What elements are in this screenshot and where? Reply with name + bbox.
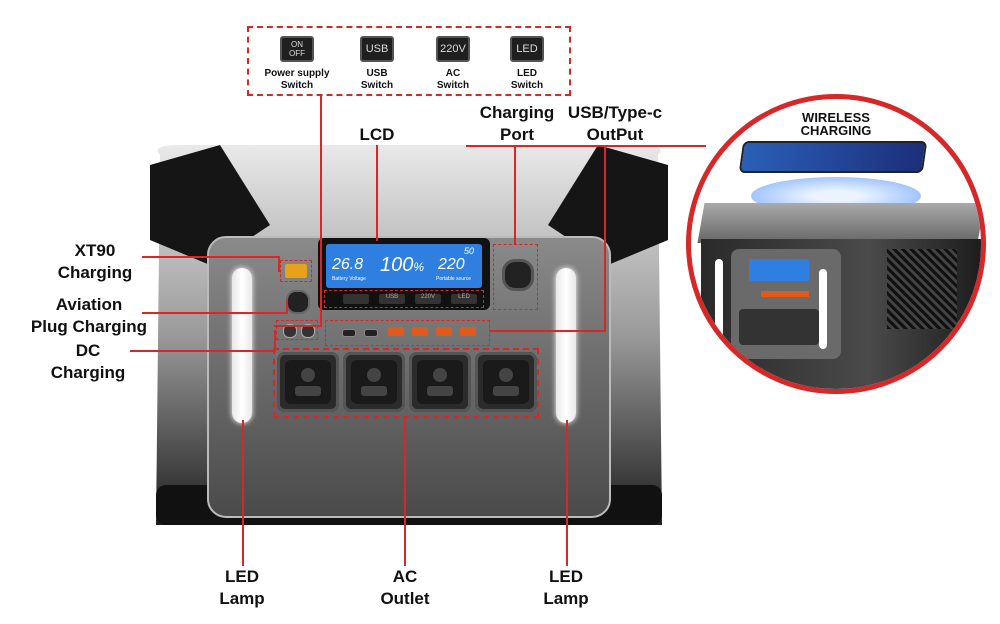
- charging-port-box: [493, 244, 538, 310]
- lcd-label: LCD: [359, 125, 395, 144]
- xt90-port-box: [280, 260, 312, 282]
- inset-station-top: [697, 203, 981, 243]
- ac-switch-icon: 220V: [436, 36, 470, 62]
- led-button[interactable]: LED: [451, 294, 477, 304]
- usb-port-1: [388, 327, 404, 336]
- lcd-buttons-box: USB 220V LED: [324, 290, 484, 308]
- leader-aviation: [142, 312, 288, 314]
- smartphone: [738, 141, 928, 173]
- leader-power-switch-foot: [274, 325, 322, 327]
- usb-switch-icon: USB: [360, 36, 394, 62]
- led-switch-icon: LED: [510, 36, 544, 62]
- inset-led-lamp-left: [715, 259, 723, 339]
- ac-outlet-box: [273, 348, 539, 418]
- ac-outlet-4-face: [483, 360, 529, 404]
- lcd-screen: 26.8 Battery Voltage 100% 220 50 Portabl…: [326, 244, 482, 288]
- ac-button[interactable]: 220V: [415, 294, 441, 304]
- dc-port-1: [283, 324, 297, 338]
- inset-outlets: [739, 309, 819, 345]
- dc-port-2: [301, 324, 315, 338]
- lcd-panel: 26.8 Battery Voltage 100% 220 50 Portabl…: [318, 238, 490, 310]
- ac-outlet-2-face: [351, 360, 397, 404]
- leader-aviation-rise: [286, 300, 288, 314]
- leader-dc-rise: [274, 330, 276, 352]
- usb-port-4: [460, 327, 476, 336]
- ac-outlet-3: [409, 352, 471, 412]
- charging-port-socket: [502, 259, 534, 291]
- usb-button[interactable]: USB: [379, 294, 405, 304]
- leader-xt90-drop: [278, 256, 280, 272]
- type-c-port-1: [342, 329, 356, 337]
- inset-vent-grille: [887, 249, 957, 329]
- battery-voltage-caption: Battery Voltage: [332, 276, 366, 282]
- battery-voltage-readout: 26.8: [332, 256, 364, 273]
- inset-led-lamp-right: [819, 269, 827, 349]
- ac-outlet-4: [475, 352, 537, 412]
- output-voltage-readout: 220: [438, 256, 465, 273]
- led-lamp-left: [232, 268, 252, 423]
- leader-xt90: [142, 256, 280, 258]
- leader-power-switch: [320, 96, 322, 326]
- leader-led-lamp-left: [242, 420, 244, 566]
- leader-dc: [130, 350, 276, 352]
- usb-port-2: [412, 327, 428, 336]
- dc-port-box: [276, 320, 318, 340]
- output-caption: Portable source: [436, 276, 472, 282]
- leader-usb-typec: [604, 145, 606, 331]
- leader-wireless: [466, 145, 706, 147]
- leader-usb-typec-foot: [490, 330, 606, 332]
- ac-outlet-2: [343, 352, 405, 412]
- leader-lcd: [376, 145, 378, 241]
- aviation-plug-port: [286, 290, 310, 314]
- type-c-port-2: [364, 329, 378, 337]
- leader-led-lamp-right: [566, 420, 568, 566]
- power-button[interactable]: [343, 294, 369, 304]
- ac-outlet-1-face: [285, 360, 331, 404]
- inset-lcd: [749, 259, 809, 281]
- usb-port-3: [436, 327, 452, 336]
- ac-outlet-1: [277, 352, 339, 412]
- led-lamp-right: [556, 268, 576, 423]
- leader-ac-outlet: [404, 418, 406, 566]
- leader-charging-port: [514, 145, 516, 245]
- percent-readout: 100%: [380, 254, 425, 276]
- frequency-readout: 50: [464, 246, 475, 256]
- inset-usb-ports: [761, 291, 809, 297]
- power-switch-icon: ON OFF: [280, 36, 314, 62]
- ac-outlet-3-face: [417, 360, 463, 404]
- usb-output-box: [325, 320, 490, 346]
- xt90-port: [285, 264, 307, 278]
